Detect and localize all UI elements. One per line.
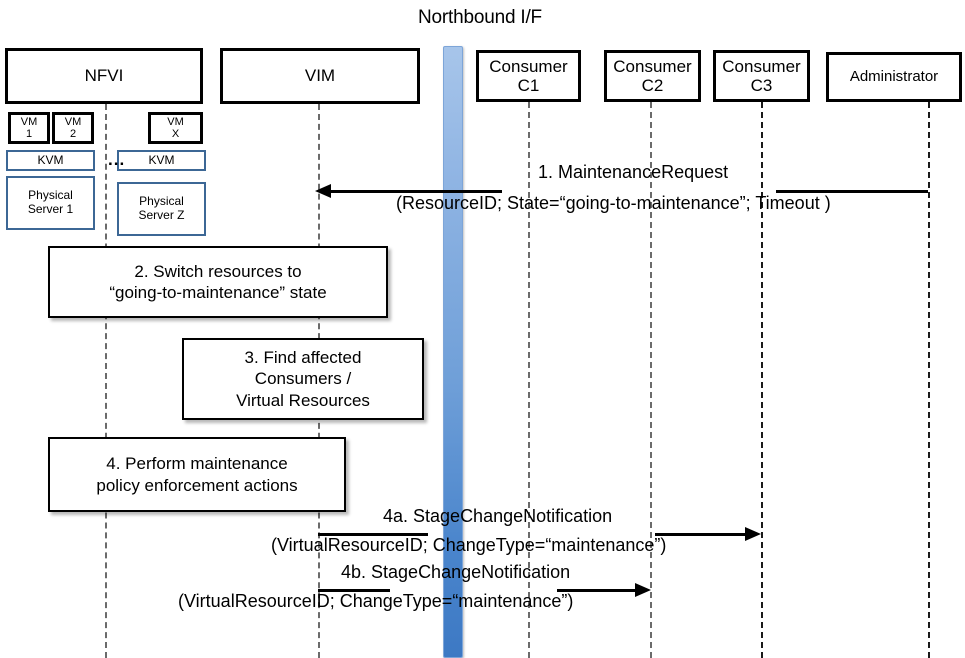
process-step-3-line2: Consumers /: [254, 369, 352, 389]
actor-box-vim[interactable]: VIM: [220, 48, 420, 104]
page-title: Northbound I/F: [418, 7, 542, 28]
process-step-3-box[interactable]: 3. Find affected Consumers / Virtual Res…: [182, 338, 424, 420]
message-4a-line-right: [655, 533, 745, 536]
message-4b-arrowhead: [635, 583, 651, 597]
actor-box-nfvi[interactable]: NFVI: [5, 48, 203, 104]
process-step-3-line3: Virtual Resources: [236, 390, 370, 410]
message-4a-title: 4a. StageChangeNotification: [383, 506, 613, 526]
vm-box-x[interactable]: VM X: [148, 112, 203, 144]
message-4a-params: (VirtualResourceID; ChangeType=“maintena…: [271, 535, 667, 555]
kvm-box-server1[interactable]: KVM: [6, 150, 95, 171]
message-4b-params: (VirtualResourceID; ChangeType=“maintena…: [178, 591, 574, 611]
physical-server-1-box[interactable]: Physical Server 1: [6, 176, 95, 230]
actor-label-vim: VIM: [304, 66, 336, 86]
message-4a-line-left: [318, 533, 428, 536]
lifeline-c2: [650, 102, 652, 658]
message-1-line-right: [776, 190, 928, 193]
message-4b-line-right: [557, 589, 635, 592]
message-4b-line-left: [318, 589, 390, 592]
process-step-2-box[interactable]: 2. Switch resources to “going-to-mainten…: [48, 246, 388, 318]
lifeline-c3: [761, 102, 763, 658]
actor-label-c3-line1: Consumer: [722, 56, 801, 76]
infra-ellipsis: ...: [108, 150, 126, 169]
process-step-4-line2: policy enforcement actions: [96, 475, 298, 495]
message-4a-arrowhead: [745, 527, 761, 541]
actor-box-consumer-c1[interactable]: Consumer C1: [476, 50, 581, 102]
vm-2-label-line2: 2: [69, 128, 77, 140]
physical-server-1-line1: Physical: [28, 188, 73, 203]
actor-box-consumer-c2[interactable]: Consumer C2: [604, 50, 701, 102]
lifeline-admin: [928, 102, 930, 658]
physical-server-z-line2: Server Z: [138, 208, 185, 222]
actor-label-administrator: Administrator: [849, 67, 939, 85]
actor-label-c3-line2: C3: [750, 76, 773, 95]
kvm-box-serverz[interactable]: KVM: [117, 150, 206, 171]
lifeline-c1: [528, 102, 530, 658]
physical-server-z-line1: Physical: [139, 194, 184, 209]
actor-label-c1-line1: Consumer: [489, 56, 568, 76]
vm-2-label-line1: VM: [64, 115, 82, 128]
vm-box-2[interactable]: VM 2: [52, 112, 94, 144]
process-step-2-line1: 2. Switch resources to: [134, 261, 302, 281]
message-1-title: 1. MaintenanceRequest: [538, 162, 729, 182]
process-step-4-box[interactable]: 4. Perform maintenance policy enforcemen…: [48, 437, 346, 512]
process-step-3-line1: 3. Find affected: [244, 347, 362, 367]
physical-server-z-box[interactable]: Physical Server Z: [117, 182, 206, 236]
actor-label-c2-line1: Consumer: [613, 56, 692, 76]
message-1-line-left: [330, 190, 502, 193]
actor-label-c2-line2: C2: [641, 76, 664, 95]
vm-x-label-line1: VM: [167, 115, 184, 128]
process-step-4-line1: 4. Perform maintenance: [106, 454, 288, 474]
vm-1-label-line2: 1: [25, 128, 33, 140]
actor-label-c1-line2: C1: [517, 76, 540, 95]
message-1-params: (ResourceID; State=“going-to-maintenance…: [396, 193, 831, 213]
message-1-arrowhead: [315, 184, 331, 198]
kvm-label-b: KVM: [148, 152, 175, 167]
actor-box-administrator[interactable]: Administrator: [826, 52, 962, 102]
physical-server-1-line2: Server 1: [27, 202, 74, 216]
vm-box-1[interactable]: VM 1: [8, 112, 50, 144]
kvm-label-a: KVM: [37, 152, 64, 167]
message-4b-title: 4b. StageChangeNotification: [341, 562, 571, 582]
lifeline-nfvi: [105, 104, 107, 658]
process-step-2-line2: “going-to-maintenance” state: [109, 283, 327, 302]
vm-1-label-line1: VM: [20, 115, 38, 128]
actor-label-nfvi: NFVI: [84, 66, 124, 86]
actor-box-consumer-c3[interactable]: Consumer C3: [713, 50, 810, 102]
vm-x-label-line2: X: [171, 128, 180, 140]
